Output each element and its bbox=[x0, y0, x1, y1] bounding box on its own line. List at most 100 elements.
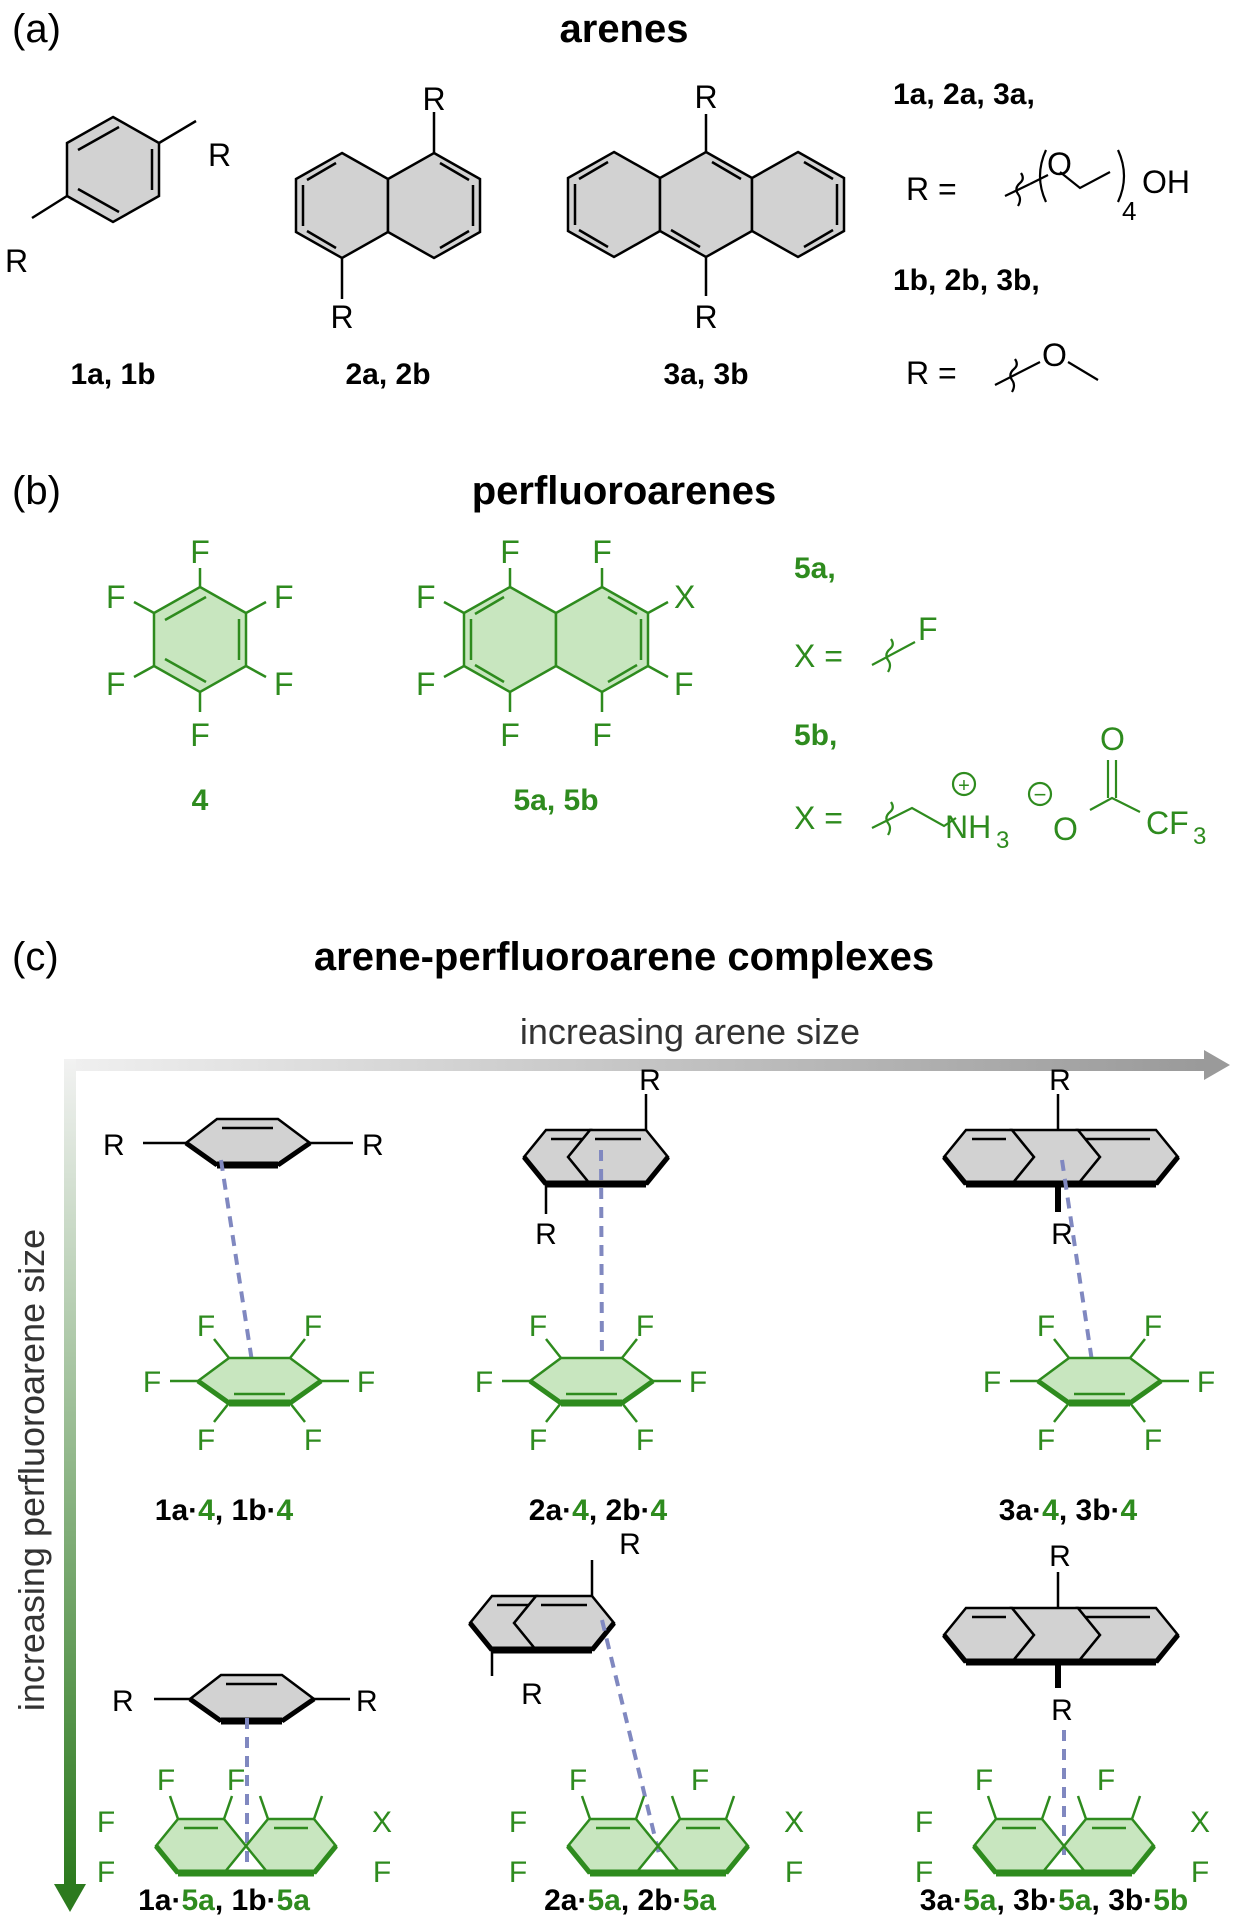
f-label: F bbox=[274, 579, 294, 615]
x-label: X bbox=[674, 579, 695, 615]
r-label: R bbox=[694, 79, 717, 115]
f-label: F bbox=[674, 666, 694, 702]
f-label: F bbox=[500, 717, 520, 753]
trifluoromethyl-label: CF bbox=[1146, 805, 1189, 841]
minus-charge: − bbox=[1034, 782, 1047, 807]
complex-label-part: 5a bbox=[683, 1884, 717, 1917]
f-label: F bbox=[1037, 1424, 1055, 1457]
perfluoronaphthalene-structure bbox=[443, 568, 669, 712]
panel-b: (b) perfluoroarenes F F F F F F 4 bbox=[12, 469, 1206, 854]
r-label: R bbox=[362, 1129, 384, 1162]
complex-label-part: , 3b· bbox=[1092, 1884, 1154, 1917]
x-label: X bbox=[372, 1806, 392, 1839]
f-label: F bbox=[918, 611, 938, 647]
r-label: R bbox=[208, 137, 231, 173]
complex-label-part: 2a· bbox=[529, 1494, 572, 1527]
f-label: F bbox=[785, 1856, 803, 1889]
f-label: F bbox=[106, 666, 126, 702]
f-label: F bbox=[190, 717, 210, 753]
complex-label-part: 2a· bbox=[544, 1884, 587, 1917]
complex-label-part: 4 bbox=[651, 1494, 668, 1527]
r-label: R bbox=[422, 81, 445, 117]
stacking-line bbox=[600, 1619, 662, 1859]
anthracene-structure bbox=[566, 114, 846, 296]
complex-label-part: , 1b· bbox=[215, 1884, 277, 1917]
complex-label-part: 5a bbox=[587, 1884, 621, 1917]
hydroxyl-label: OH bbox=[1142, 164, 1190, 200]
panel-c: (c) arene-perfluoroarene complexes incre… bbox=[11, 935, 1230, 1917]
tilted-benzene bbox=[154, 1673, 350, 1725]
hexafluorobenzene-structure bbox=[133, 568, 267, 712]
complex-label-part: 3a· bbox=[920, 1884, 963, 1917]
r-label: R bbox=[694, 299, 717, 335]
oxygen-label: O bbox=[1053, 811, 1078, 847]
f-label: F bbox=[304, 1310, 322, 1343]
complex-label: 2a·4, 2b·4 bbox=[529, 1494, 668, 1527]
x-definition-ids: 5a, bbox=[794, 552, 836, 585]
r-equals: R = bbox=[906, 171, 957, 207]
f-label: F bbox=[1144, 1424, 1162, 1457]
r-label: R bbox=[535, 1218, 557, 1251]
methoxy-structure bbox=[994, 358, 1099, 393]
complex-label-part: , 3b· bbox=[1059, 1494, 1121, 1527]
compound-label-1: 1a, 1b bbox=[70, 358, 155, 391]
r-label: R bbox=[5, 243, 28, 279]
f-label: F bbox=[983, 1366, 1001, 1399]
tilted-hexafluorobenzene bbox=[1010, 1338, 1189, 1423]
f-label: F bbox=[1197, 1366, 1215, 1399]
complex-label-part: 5a bbox=[181, 1884, 215, 1917]
tilted-hexafluorobenzene bbox=[170, 1338, 349, 1423]
complex-label-part: 5b bbox=[1153, 1884, 1188, 1917]
r-label: R bbox=[330, 299, 353, 335]
subscript-3: 3 bbox=[1193, 823, 1206, 850]
tilted-perfluoronaphthalene bbox=[566, 1795, 750, 1877]
tilted-perfluoronaphthalene bbox=[972, 1795, 1156, 1877]
r-equals: R = bbox=[906, 355, 957, 391]
complex-label: 1a·5a, 1b·5a bbox=[138, 1884, 310, 1917]
naphthalene-structure bbox=[294, 112, 482, 299]
complex-label-part: 4 bbox=[277, 1494, 294, 1527]
compound-label-4: 4 bbox=[192, 784, 209, 817]
complex-label-part: , 2b· bbox=[621, 1884, 683, 1917]
stacking-line bbox=[219, 1159, 255, 1369]
f-label: F bbox=[157, 1764, 175, 1797]
f-label: F bbox=[529, 1424, 547, 1457]
f-label: F bbox=[197, 1310, 215, 1343]
r-label: R bbox=[112, 1685, 134, 1718]
f-label: F bbox=[357, 1366, 375, 1399]
oxygen-label: O bbox=[1047, 146, 1072, 182]
r-label: R bbox=[1051, 1218, 1073, 1251]
f-label: F bbox=[304, 1424, 322, 1457]
f-label: F bbox=[97, 1806, 115, 1839]
r-label: R bbox=[1051, 1694, 1073, 1727]
f-label: F bbox=[500, 534, 520, 570]
r-definition-ids: 1b, 2b, 3b, bbox=[893, 264, 1040, 297]
complex-label-part: 5a bbox=[1058, 1884, 1092, 1917]
f-label: F bbox=[636, 1424, 654, 1457]
f-label: F bbox=[691, 1764, 709, 1797]
panel-c-title: arene-perfluoroarene complexes bbox=[314, 935, 934, 979]
x-axis-arrow bbox=[64, 1050, 1230, 1080]
peg-chain-structure bbox=[1004, 149, 1126, 207]
f-label: F bbox=[689, 1366, 707, 1399]
panel-c-letter: (c) bbox=[12, 935, 59, 979]
complex-label-part: 4 bbox=[198, 1494, 215, 1527]
f-label: F bbox=[475, 1366, 493, 1399]
stacking-line bbox=[1060, 1159, 1095, 1369]
tilted-perfluoronaphthalene bbox=[154, 1795, 338, 1877]
subscript-3: 3 bbox=[996, 827, 1009, 854]
panel-b-letter: (b) bbox=[12, 469, 61, 513]
f-label: F bbox=[509, 1806, 527, 1839]
f-label: F bbox=[97, 1856, 115, 1889]
r-label: R bbox=[521, 1678, 543, 1711]
complex-label-part: 4 bbox=[1121, 1494, 1138, 1527]
f-label: F bbox=[915, 1856, 933, 1889]
panel-a-title: arenes bbox=[560, 7, 689, 51]
f-label: F bbox=[592, 717, 612, 753]
complex-label: 3a·4, 3b·4 bbox=[999, 1494, 1138, 1527]
f-label: F bbox=[636, 1310, 654, 1343]
tilted-benzene bbox=[143, 1117, 353, 1169]
r-label: R bbox=[356, 1685, 378, 1718]
f-label: F bbox=[416, 666, 436, 702]
